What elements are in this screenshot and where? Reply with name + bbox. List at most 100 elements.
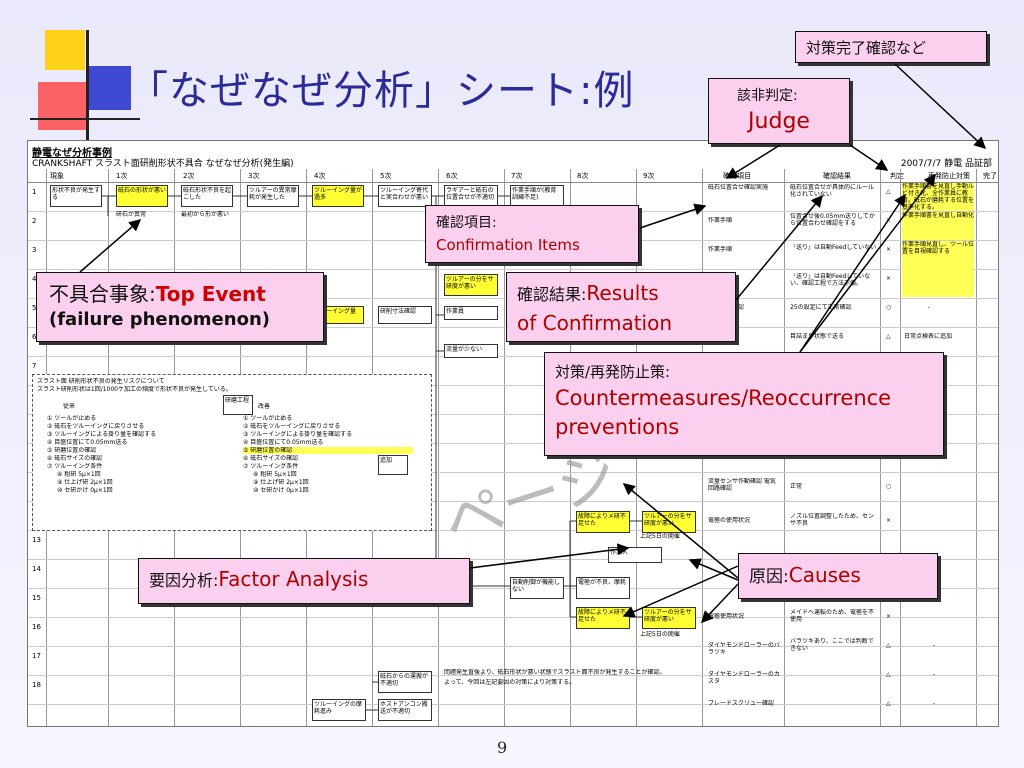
callout-confirm-items: 確認項目: Confirmation Items: [425, 205, 639, 263]
note-item: ⑦ ツルーイング条件: [243, 463, 299, 470]
judge-cell: ○: [886, 483, 892, 490]
page-number: 9: [497, 738, 508, 757]
col-header: 5次: [380, 172, 392, 180]
why-box: ツルーイングの摩耗進み: [312, 699, 366, 721]
confirm-item: ブレードスクリュー確認: [708, 700, 775, 707]
why-box: ツルーイング寄代と実合わせが悪い: [378, 185, 432, 207]
grid-line: [28, 472, 998, 473]
callout-top-event-jp: 不具合事象:: [49, 282, 156, 306]
note-item: ④ 目盛位置にて0.05mm送る: [47, 439, 128, 446]
callout-causes-line: 原因:Causes: [749, 562, 927, 587]
callout-factor-en: Factor Analysis: [218, 567, 369, 591]
row-number: 5: [32, 304, 37, 312]
bottom-note: よって、今回は左記要因の対策により対策する。: [444, 679, 576, 686]
note-item: ② 砥石をツルーイングに戻りさせる: [243, 423, 341, 430]
grid-line: [28, 356, 998, 357]
grid-line: [976, 169, 977, 726]
row-number: 4: [32, 275, 37, 283]
note-item: ② 砥石をツルーイングに戻りさせる: [47, 423, 145, 430]
why-box: ツルーイング量が過多: [312, 185, 364, 207]
deco-square-blue: [87, 66, 131, 110]
row-number: 3: [32, 246, 37, 254]
confirm-result: バラツキあり、ここでは判断できない: [790, 638, 874, 652]
row-number: 2: [32, 217, 37, 225]
note-item: ⑩ セ研かけ 0μ×1回: [57, 487, 113, 494]
col-header: 1次: [116, 172, 128, 180]
action-cell: -: [933, 642, 936, 649]
col-header: 現象: [50, 172, 64, 180]
callout-results-jp: 確認結果:: [517, 285, 587, 304]
sheet-title: 静電なぜ分析事例: [32, 148, 112, 159]
why-box: 研削寸法確認: [378, 306, 432, 324]
why-box: 砥石からの運搬が不適切: [378, 671, 432, 693]
callout-results-en-2: of Confirmation: [517, 311, 673, 335]
grid-line: [28, 530, 998, 531]
callout-top-event-sub: (failure phenomenon): [49, 309, 270, 330]
deco-square-yellow: [45, 30, 85, 70]
note-label: 改善: [258, 403, 271, 410]
note-item: ⑩ セ研かけ 0μ×1回: [253, 487, 309, 494]
sheet-subtitle: CRANKSHAFT スラスト面研削形状不具合 なぜなぜ分析(発生編): [32, 159, 294, 169]
note-item: ⑦ ツルーイング条件: [47, 463, 103, 470]
row-number: 13: [32, 536, 41, 544]
grid-line: [28, 675, 998, 676]
note-item: ① ツールが止める: [243, 415, 293, 422]
callout-confirm-en: Confirmation Items: [436, 236, 580, 254]
note-item: ③ ツルーイングによる掛り量を確認する: [243, 431, 353, 438]
callout-top-event: 不具合事象:Top Event (failure phenomenon): [36, 272, 324, 342]
grid-line: [28, 501, 998, 502]
note-item: ⑥ 砥石サイズの確認: [243, 455, 299, 462]
why-box: 砥石形状不良を起こした: [181, 185, 233, 207]
callout-judge-en: Judge: [748, 109, 810, 134]
slide-title: 「なぜなぜ分析」シート:例: [128, 68, 635, 114]
note-item: ⑨ 仕上げ研 2μ×1回: [57, 479, 113, 486]
grid-line: [28, 704, 998, 705]
deco-square-red: [38, 82, 86, 130]
row-number: 14: [32, 565, 41, 573]
confirm-item: 作業手順: [708, 217, 733, 224]
judge-cell: ×: [886, 613, 892, 620]
row-number: 16: [32, 623, 41, 631]
confirm-item: ダイヤモンドローラーのカスタ: [708, 671, 780, 685]
note-label: 研磨工程: [223, 395, 253, 415]
callout-counter-jp: 対策/再発防止策:: [555, 363, 671, 381]
why-box: ツルアーの分をサ研度が悪い: [444, 274, 498, 296]
note-item-highlight: ⑤ 研磨位置の確認: [243, 447, 413, 454]
col-header: 9次: [643, 172, 655, 180]
callout-results-line: 確認結果:Results: [517, 279, 725, 309]
callout-causes-jp: 原因:: [749, 567, 789, 587]
row-number: 17: [32, 652, 41, 660]
row-number: 18: [32, 681, 41, 689]
grid-line: [28, 182, 998, 183]
why-note: 上記5日の開催: [640, 631, 680, 638]
judge-cell: △: [886, 642, 891, 649]
col-header: 3次: [248, 172, 260, 180]
confirm-item: 砥石位置合せ確認実施: [708, 184, 769, 191]
callout-counter-en-1: Countermeasures/Reoccurrence: [555, 386, 892, 410]
note-item: ⑨ 仕上げ研 2μ×1回: [253, 479, 309, 486]
why-box: ホストアンコン搬送が不適切: [378, 699, 432, 721]
grid-line: [28, 443, 998, 444]
note-label: 従来: [63, 403, 76, 410]
callout-judge: 該非判定: Judge: [708, 78, 850, 144]
callout-completion: 対策完了確認など: [795, 31, 987, 63]
note-item: ⑧ 粗研 5μ×1回: [57, 471, 101, 478]
row-number: 6: [32, 333, 37, 341]
row-number: 1: [32, 188, 37, 196]
grid-line: [28, 646, 998, 647]
sheet-date: 2007/7/7 静電 品証部: [900, 159, 992, 169]
grid-line: [28, 385, 998, 386]
confirm-item: 作業手順: [708, 246, 733, 253]
callout-counter-en-2: preventions: [555, 415, 680, 439]
bottom-note: 問題発生直後より、砥石形状が悪い状態でスラスト面不良が発生することが確認。: [444, 669, 666, 676]
col-header: 完了: [983, 172, 997, 180]
row-number: 15: [32, 594, 41, 602]
note-item: ① ツールが止める: [47, 415, 97, 422]
action-cell: -: [933, 671, 936, 678]
confirm-result: 正常: [790, 483, 803, 490]
callout-causes-en: Causes: [788, 563, 861, 587]
callout-countermeasures: 対策/再発防止策: Countermeasures/Reoccurrence p…: [544, 352, 944, 456]
note-line: スラスト研削形状は1回/1000ケ加工の頻度で形状不良が発生している。: [37, 386, 232, 393]
callout-top-event-en: Top Event: [155, 282, 266, 306]
col-header: 8次: [577, 172, 589, 180]
